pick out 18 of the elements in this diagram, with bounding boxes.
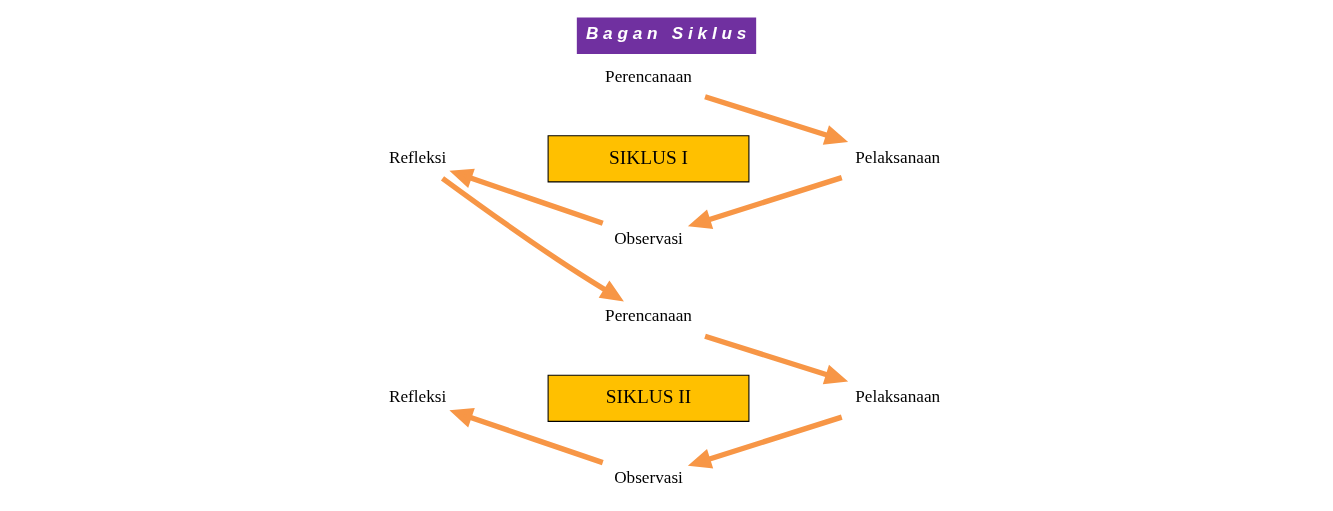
node-text: Refleksi — [389, 386, 447, 406]
node-box: SIKLUS I — [547, 134, 750, 182]
node-text: Pelaksanaan — [855, 147, 941, 167]
node-text: Observasi — [614, 467, 683, 487]
node-box: SIKLUS II — [547, 374, 750, 422]
node-text: Observasi — [614, 228, 683, 248]
node-text: Pelaksanaan — [855, 386, 941, 406]
arrow — [440, 175, 624, 301]
diagram-title: B a g a n S i k l u s — [585, 22, 747, 43]
node-text: Perencanaan — [605, 66, 692, 86]
arrow — [449, 168, 604, 226]
node-text: Perencanaan — [605, 305, 692, 325]
node-text: Refleksi — [389, 147, 447, 167]
arrow — [704, 333, 849, 384]
arrow — [449, 407, 604, 465]
arrow — [687, 174, 843, 229]
arrow — [687, 414, 843, 468]
arrow — [704, 93, 849, 145]
